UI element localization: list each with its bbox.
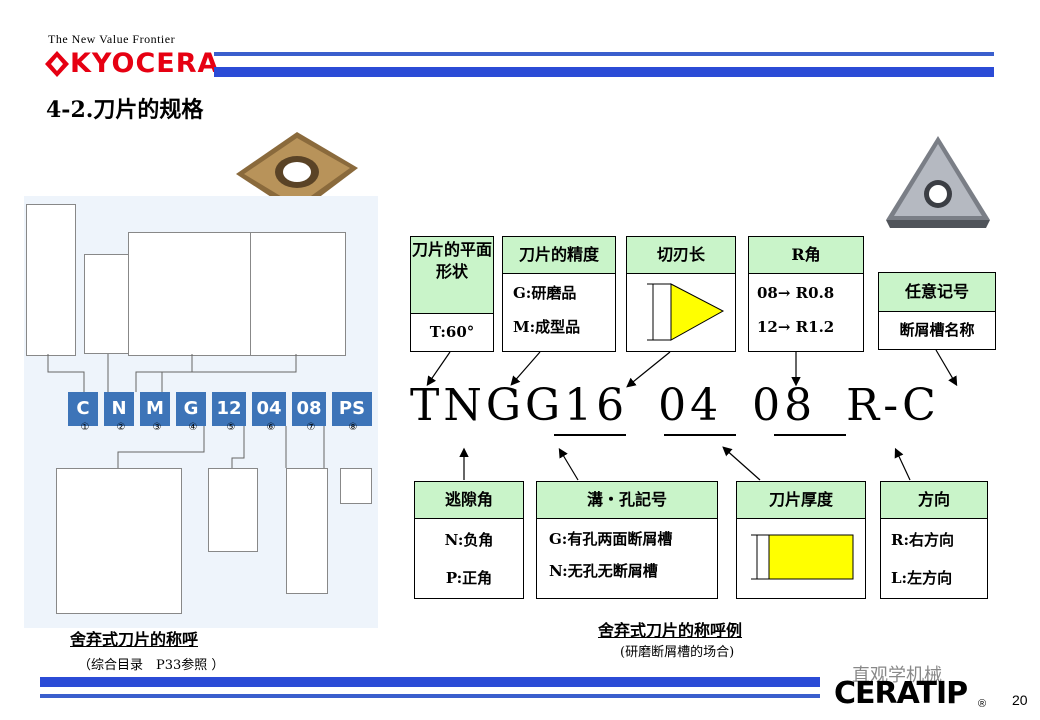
callout-arrows xyxy=(426,349,958,481)
code-box-5: 12 xyxy=(212,392,246,426)
underline-length xyxy=(554,434,626,436)
table-optional xyxy=(340,468,372,504)
card-corner-radius: R角 08→ R0.8 12→ R1.2 xyxy=(748,236,864,352)
code-index-7: ⑦ xyxy=(306,422,316,433)
brand-logo: KYOCERA xyxy=(70,48,220,79)
designation-part-thickness: 04 xyxy=(658,380,723,431)
code-index-3: ③ xyxy=(152,422,162,433)
right-caption: 舍弃式刀片的称呼例 xyxy=(598,621,743,640)
table-thickness xyxy=(208,468,258,552)
card-optional-head: 任意记号 xyxy=(879,273,995,312)
catalog-connectors xyxy=(47,354,325,468)
footer-bar-thin xyxy=(40,694,820,698)
card-corner-radius-line-1: 08→ R0.8 xyxy=(757,284,835,302)
page-title: 4-2.刀片的规格 xyxy=(46,97,204,123)
insert-designation: TNGG16 04 08 R-C xyxy=(410,380,940,431)
code-box-3: M xyxy=(140,392,170,426)
card-clearance-head: 逃隙角 xyxy=(415,482,523,519)
card-direction-line-1: R:右方向 xyxy=(891,531,955,549)
cnmg-insert-image xyxy=(236,132,358,214)
header-bar-thick xyxy=(214,67,994,77)
card-groove-hole-line-1: G:有孔两面断屑槽 xyxy=(549,530,673,548)
code-box-1: C xyxy=(68,392,98,426)
card-clearance: 逃隙角 N:负角 P:正角 xyxy=(414,481,524,599)
designation-part-shape: TNGG xyxy=(410,380,565,431)
kyocera-logo-icon xyxy=(45,51,69,77)
code-index-8: ⑧ xyxy=(348,422,358,433)
card-clearance-line-1: N:负角 xyxy=(444,531,494,549)
table-tolerance xyxy=(128,232,258,356)
card-direction-head: 方向 xyxy=(881,482,987,519)
table-shape xyxy=(26,204,76,356)
footer-bar-thick xyxy=(40,677,820,687)
card-precision-line-1: G:研磨品 xyxy=(513,284,577,302)
card-direction-line-2: L:左方向 xyxy=(891,569,953,587)
designation-part-length: 16 xyxy=(564,380,629,431)
card-corner-radius-head: R角 xyxy=(749,237,863,274)
table-edge-length xyxy=(56,468,182,614)
card-optional-body: 断屑槽名称 xyxy=(899,321,975,339)
edge-length-diagram xyxy=(647,283,725,341)
card-groove-hole: 溝・孔記号 G:有孔两面断屑槽 N:无孔无断屑槽 xyxy=(536,481,718,599)
underline-thickness xyxy=(664,434,736,436)
card-clearance-line-2: P:正角 xyxy=(445,569,493,587)
ceratip-logo: CERATIP xyxy=(834,676,968,711)
right-subcaption: (研磨断屑槽的场合) xyxy=(620,645,735,660)
card-precision: 刀片的精度 G:研磨品 M:成型品 xyxy=(502,236,616,352)
left-caption: 舍弃式刀片的称呼 xyxy=(70,630,199,649)
code-box-8: PS xyxy=(332,392,372,426)
code-box-6: 04 xyxy=(252,392,286,426)
card-shape-head: 刀片的平面形状 xyxy=(411,237,493,314)
card-direction: 方向 R:右方向 L:左方向 xyxy=(880,481,988,599)
card-edge-length-head: 切刃长 xyxy=(627,237,735,274)
card-groove-hole-head: 溝・孔記号 xyxy=(537,482,717,519)
card-precision-line-2: M:成型品 xyxy=(513,318,581,336)
registered-mark: ® xyxy=(978,698,987,710)
left-subcaption: （综合目录 P33参照 ） xyxy=(78,658,225,673)
card-optional: 任意记号 断屑槽名称 xyxy=(878,272,996,350)
card-edge-length: 切刃长 xyxy=(626,236,736,352)
table-clearance xyxy=(84,254,134,354)
card-thickness: 刀片厚度 xyxy=(736,481,866,599)
table-corner-radius xyxy=(286,468,328,594)
card-shape-body: T:60° xyxy=(429,323,475,341)
card-precision-head: 刀片的精度 xyxy=(503,237,615,274)
thickness-diagram xyxy=(751,534,854,580)
table-chipbreaker xyxy=(250,232,346,356)
code-index-1: ① xyxy=(80,422,90,433)
watermark: 直观学机械 xyxy=(852,665,942,686)
code-index-5: ⑤ xyxy=(226,422,236,433)
card-shape: 刀片的平面形状 T:60° xyxy=(410,236,494,352)
card-corner-radius-line-2: 12→ R1.2 xyxy=(757,318,835,336)
designation-part-radius: 08 xyxy=(752,380,817,431)
code-box-4: G xyxy=(176,392,206,426)
code-box-2: N xyxy=(104,392,134,426)
code-box-7: 08 xyxy=(292,392,326,426)
tngg-insert-image xyxy=(886,136,990,228)
tagline: The New Value Frontier xyxy=(48,32,176,46)
underline-radius xyxy=(774,434,846,436)
card-thickness-head: 刀片厚度 xyxy=(737,482,865,519)
code-index-4: ④ xyxy=(188,422,198,433)
header-bar-thin xyxy=(214,52,994,56)
code-index-6: ⑥ xyxy=(266,422,276,433)
page-number: 20 xyxy=(1012,692,1028,708)
card-groove-hole-line-2: N:无孔无断屑槽 xyxy=(549,562,658,580)
designation-part-option: R-C xyxy=(846,380,940,431)
code-index-2: ② xyxy=(116,422,126,433)
